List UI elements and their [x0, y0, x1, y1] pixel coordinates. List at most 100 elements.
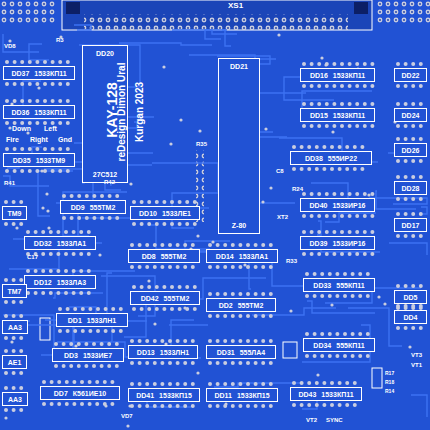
silkscreen-label: R24 — [292, 186, 303, 192]
pin-pad — [419, 284, 423, 288]
pin-pad — [72, 230, 76, 234]
pin-pad — [12, 222, 16, 226]
pin-pad — [411, 159, 415, 163]
pin-pad — [65, 380, 69, 384]
pin-pad — [176, 243, 180, 247]
via — [47, 226, 50, 229]
pin-pad — [419, 212, 423, 216]
pin-pad — [353, 381, 357, 385]
pin-pad — [58, 99, 62, 103]
chip-outline: DD351533ТМ9 — [3, 153, 75, 167]
pin-pad — [261, 361, 265, 365]
pin-pad — [104, 307, 108, 311]
chip-outline: DD31533ИЕ7 — [52, 348, 124, 362]
silkscreen-label: Down — [12, 125, 31, 132]
pin-pad — [269, 361, 273, 365]
pin-pad — [58, 147, 62, 151]
ref-designator: ТМ7 — [8, 288, 22, 295]
pin-pad — [360, 145, 364, 149]
pin-pad — [340, 102, 344, 106]
pin-pad — [216, 314, 220, 318]
pin-pad — [66, 121, 70, 125]
pin-pad — [153, 361, 157, 365]
pin-pad — [216, 339, 220, 343]
pin-pad — [84, 342, 88, 346]
pin-pad — [363, 214, 367, 218]
pin-pad — [70, 194, 74, 198]
pin-pad — [183, 265, 187, 269]
pin-pad — [216, 292, 220, 296]
pin-pad — [20, 169, 24, 173]
pin-pad — [19, 349, 23, 353]
pin-pad — [145, 404, 149, 408]
pin-pad — [12, 314, 16, 318]
pin-pad — [130, 265, 134, 269]
via — [162, 65, 165, 68]
pin-pad — [176, 382, 180, 386]
pin-pad — [348, 252, 352, 256]
ref-designator: DD28 — [402, 185, 420, 192]
pin-pad — [355, 192, 359, 196]
pin-pad — [160, 404, 164, 408]
pin-pad — [419, 234, 423, 238]
pin-pad — [64, 291, 68, 295]
ref-designator: DD38 — [305, 155, 323, 162]
pin-pad — [338, 403, 342, 407]
chip-outline: DD371533КП11 — [3, 66, 75, 80]
pin-pad — [355, 124, 359, 128]
pin-pad — [87, 269, 91, 273]
trace — [222, 30, 231, 46]
pin-pad — [310, 192, 314, 196]
chip-outline: DD411533КП15 — [128, 388, 200, 402]
pin-pad — [155, 285, 159, 289]
ref-designator: DD16 — [310, 72, 328, 79]
pin-pad — [145, 361, 149, 365]
chip-outline: DD42555ТМ2 — [130, 291, 200, 305]
pin-pad — [140, 285, 144, 289]
pin-pad — [404, 84, 408, 88]
pin-pad — [261, 292, 265, 296]
pin-pad — [411, 197, 415, 201]
pin-pad — [138, 404, 142, 408]
pin-pad — [419, 159, 423, 163]
via — [377, 295, 380, 298]
pin-pad — [302, 214, 306, 218]
pin-pad — [302, 124, 306, 128]
pin-pad — [13, 169, 17, 173]
pin-pad — [115, 216, 119, 220]
pin-pad — [145, 243, 149, 247]
pin-pad — [168, 339, 172, 343]
pin-pad — [338, 167, 342, 171]
via — [196, 371, 199, 374]
pin-pad — [35, 147, 39, 151]
pin-pad — [302, 252, 306, 256]
pin-pad — [145, 382, 149, 386]
pin-pad — [57, 380, 61, 384]
pin-pad — [42, 402, 46, 406]
pin-pad — [348, 124, 352, 128]
pin-pad — [404, 326, 408, 330]
pin-pad — [100, 194, 104, 198]
pin-pad — [4, 386, 8, 390]
pin-pad — [396, 137, 400, 141]
pin-pad — [13, 121, 17, 125]
pin-pad — [340, 214, 344, 218]
pin-pad — [147, 200, 151, 204]
pin-pad — [119, 307, 123, 311]
pin-pad — [317, 124, 321, 128]
via — [98, 253, 101, 256]
pin-pad — [183, 339, 187, 343]
pin-pad — [4, 222, 8, 226]
pin-pad — [115, 364, 119, 368]
pin-pad — [20, 60, 24, 64]
part-type: 1533ЛА1 — [57, 240, 86, 247]
pin-pad — [77, 342, 81, 346]
pin-pad — [411, 84, 415, 88]
part-type: 1533КП11 — [333, 72, 365, 79]
pin-pad — [238, 339, 242, 343]
pin-pad — [43, 82, 47, 86]
ref-designator: DD32 — [34, 240, 52, 247]
pin-pad — [254, 404, 258, 408]
pin-pad — [5, 99, 9, 103]
pin-pad — [92, 342, 96, 346]
